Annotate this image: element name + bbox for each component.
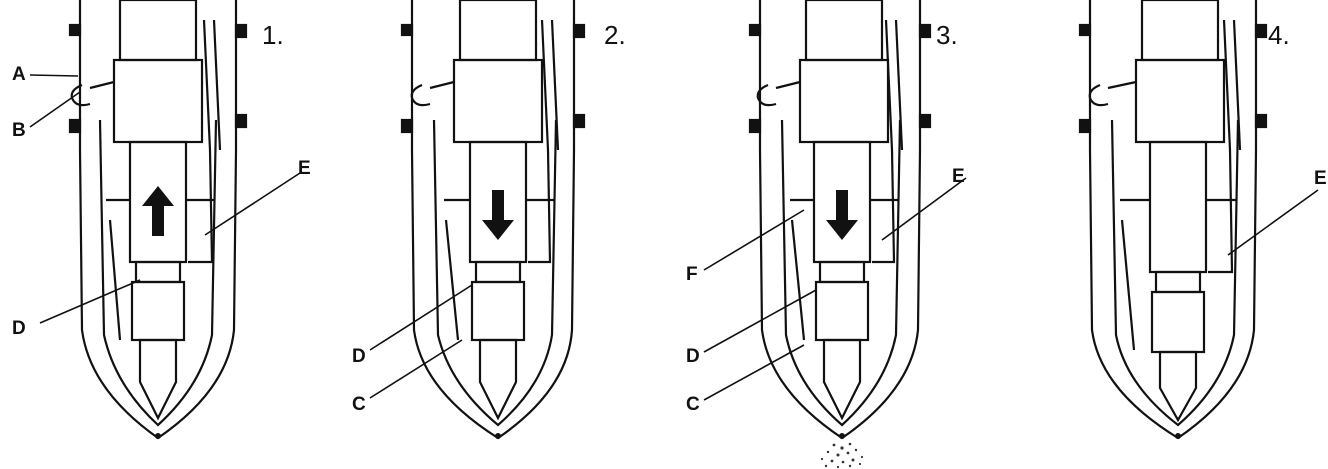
panel-2: 2. D C	[332, 0, 664, 469]
panel-number: 4.	[1268, 20, 1290, 50]
label-c: C	[686, 394, 700, 415]
fuel-spray	[820, 442, 864, 469]
label-e: E	[1314, 168, 1327, 189]
injector-4-drawing	[1078, 0, 1319, 440]
label-d: D	[352, 346, 366, 367]
label-d: D	[686, 346, 700, 367]
injector-3-drawing	[703, 0, 967, 469]
injector-1-drawing	[29, 0, 301, 440]
injector-2-drawing	[369, 0, 586, 440]
label-c: C	[352, 394, 366, 415]
panel-1: 1. A B D E	[0, 0, 332, 469]
needle-arrow-down	[482, 190, 514, 240]
label-f: F	[686, 264, 698, 285]
needle-arrow-up	[142, 186, 174, 236]
label-e: E	[298, 158, 311, 179]
label-e: E	[952, 166, 965, 187]
panel-number: 3.	[936, 20, 958, 50]
panel-number: 1.	[262, 20, 284, 50]
label-d: D	[12, 318, 26, 339]
needle-arrow-down	[826, 190, 858, 240]
label-a: A	[12, 64, 26, 85]
panel-3: 3. E F D C	[664, 0, 996, 469]
panel-number: 2.	[604, 20, 626, 50]
label-b: B	[12, 120, 26, 141]
panel-4: 4. E	[996, 0, 1328, 469]
